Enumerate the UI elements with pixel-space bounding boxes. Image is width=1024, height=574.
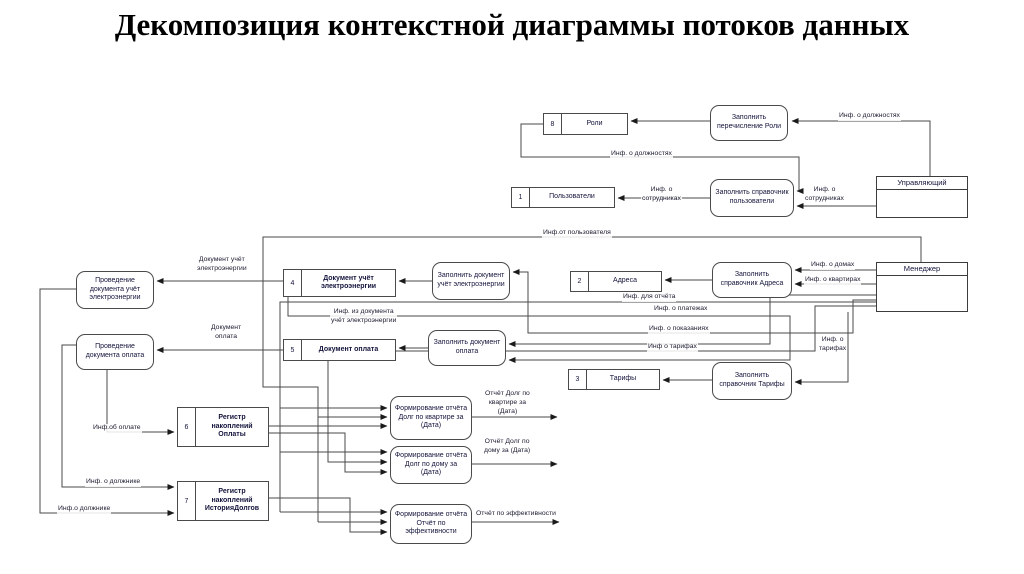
data-store-roli-name: Роли (586, 119, 603, 127)
external-entity-upravlyayushchiy-label: Управляющий (877, 177, 967, 190)
data-store-dokument-oplata-number: 5 (284, 340, 302, 360)
flow-label-report-info: Инф. для отчёта (622, 293, 677, 302)
page-title-text: Декомпозиция контекстной диаграммы поток… (114, 7, 910, 42)
flow-label-positions-info-top: Инф. о должностях (838, 112, 901, 121)
data-store-dokument-uchet-number: 4 (284, 270, 302, 296)
flow-label-tariffs-info-vertical: Инф. о тарифах (818, 336, 848, 354)
process-conduct-doc-payment: Проведение документа оплата (76, 334, 154, 370)
flow-label-doc-payment: Документ оплата (210, 324, 243, 342)
connector-conduct-pay-to-reg7 (61, 344, 175, 490)
flow-label-tariffs-info-horizontal: Инф о тарифах (647, 343, 698, 352)
connector-conduct-pay-to-reg6 (106, 370, 175, 435)
external-entity-upravlyayushchiy: Управляющий (876, 176, 968, 218)
data-store-registr-oplaty-name: Регистр накоплений Оплаты (211, 414, 253, 439)
process-fill-addresses: Заполнить справочник Адреса (712, 262, 792, 298)
data-store-roli: 8 Роли (543, 113, 628, 135)
connector-mgr-to-fill-tariffs (794, 312, 849, 385)
process-conduct-doc-electricity: Проведение документа учёт электроэнергии (76, 271, 154, 309)
connector-reg7-to-rep-eff (269, 497, 388, 535)
connector-user-info-bus (262, 236, 922, 522)
data-store-polzovateli: 1 Пользователи (511, 187, 615, 208)
data-store-dokument-uchet: 4 Документ учёт электроэнергии (283, 269, 396, 297)
flow-label-positions-info-mid: Инф. о должностях (610, 150, 673, 159)
data-store-dokument-oplata-name: Документ оплата (318, 345, 379, 353)
data-store-registr-istoriya-dolgov-number: 7 (178, 482, 196, 520)
data-store-registr-oplaty-number: 6 (178, 408, 196, 446)
data-store-polzovateli-name: Пользователи (549, 193, 595, 201)
process-report-debt-by-flat: Формирование отчёта Долг по квартире за … (390, 396, 472, 440)
process-fill-users: Заполнить справочник пользователи (710, 179, 794, 217)
data-store-tarify-name: Тарифы (609, 375, 637, 383)
flow-label-report-debt-house: Отчёт Долг по дому за (Дата) (483, 438, 532, 456)
connector-upr-to-fill-roles (791, 118, 931, 176)
data-store-tarify-number: 3 (569, 370, 587, 389)
data-store-adresa: 2 Адреса (570, 271, 662, 292)
data-store-roli-number: 8 (544, 114, 562, 134)
connector-mgr-payments (508, 294, 876, 347)
flow-label-payments-info: Инф. о платежах (653, 305, 709, 314)
flow-label-debtor-info-2: Инф.о должнике (57, 505, 112, 514)
process-fill-roles: Заполнить перечисление Роли (710, 105, 788, 141)
flow-label-houses-info: Инф. о домах (810, 261, 856, 270)
connector-mgr-report-bus (279, 301, 876, 512)
data-store-adresa-name: Адреса (613, 277, 637, 285)
data-store-dokument-uchet-name: Документ учёт электроэнергии (320, 274, 377, 290)
connector-doc-elec-info (287, 297, 791, 363)
flow-label-employees-info-left: Инф. о сотрудниках (641, 186, 682, 204)
flow-label-report-debt-flat: Отчёт Долг по квартире за (Дата) (484, 390, 531, 417)
data-store-polzovateli-number: 1 (512, 188, 530, 207)
flow-label-readings-info: Инф. о показаниях (648, 325, 710, 334)
connector-reg6-to-rep-house (269, 432, 388, 475)
process-report-debt-by-house: Формирование отчёта Долг по дому за (Дат… (390, 446, 472, 484)
process-fill-tariffs: Заполнить справочник Тарифы (712, 362, 792, 400)
flow-label-flats-info: Инф. о квартирах (804, 276, 862, 285)
page-title: Декомпозиция контекстной диаграммы поток… (0, 6, 1024, 44)
data-store-tarify: 3 Тарифы (568, 369, 660, 390)
data-store-registr-istoriya-dolgov-name: Регистр накоплений ИсторияДолгов (204, 488, 260, 513)
flow-label-doc-electricity: Документ учёт электроэнергии (196, 256, 248, 274)
process-fill-doc-electricity: Заполнить документ учёт электроэнергии (432, 262, 510, 300)
connector-mgr-tariff-info (327, 305, 876, 465)
external-entity-menedzher: Менеджер (876, 262, 968, 312)
process-fill-doc-payment: Заполнить документ оплата (428, 330, 506, 366)
data-store-dokument-oplata: 5 Документ оплата (283, 339, 396, 361)
data-store-registr-oplaty: 6 Регистр накоплений Оплаты (177, 407, 269, 447)
flow-label-report-efficiency: Отчёт по эффективности (475, 510, 557, 519)
data-store-registr-istoriya-dolgov: 7 Регистр накоплений ИсторияДолгов (177, 481, 269, 521)
external-entity-menedzher-label: Менеджер (877, 263, 967, 276)
flow-label-debtor-info-1: Инф. о должнике (85, 478, 142, 487)
process-report-efficiency: Формирование отчёта Отчёт по эффективнос… (390, 504, 472, 544)
data-store-adresa-number: 2 (571, 272, 589, 291)
flow-label-info-from-doc-electricity: Инф. из документа учёт электроэнергии (330, 308, 398, 326)
flow-label-payment-info: Инф.об оплате (92, 424, 142, 433)
flow-label-user-info: Инф.от пользователя (542, 229, 612, 238)
flow-label-employees-info-right: Инф. о сотрудниках (804, 186, 845, 204)
